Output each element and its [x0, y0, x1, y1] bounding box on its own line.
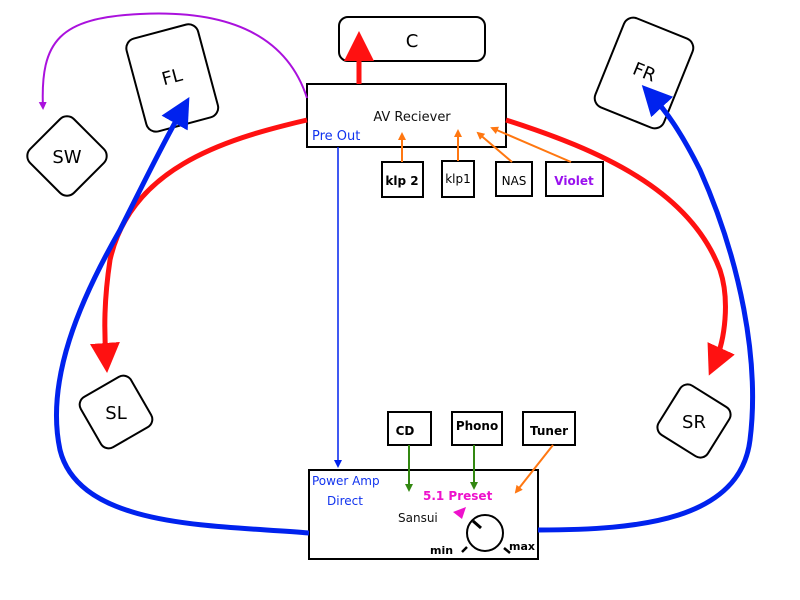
av-receiver-label: AV Reciever: [373, 110, 451, 125]
speaker-surround-left: SL: [78, 374, 154, 450]
volume-knob-indicator: [472, 519, 482, 530]
source-tuner: Tuner: [522, 411, 576, 446]
pre-out-label: Pre Out: [312, 129, 360, 144]
source-violet-label: Violet: [554, 174, 594, 188]
link-receiver-to-surround-right: [505, 117, 735, 376]
source-klp2: klp 2: [381, 161, 424, 198]
speaker-surround-left-label: SL: [105, 403, 126, 424]
knob-max-tick: [503, 547, 511, 554]
speaker-surround-right-label: SR: [682, 412, 706, 433]
source-phono: Phono: [451, 411, 503, 446]
power-amp-direct-label-line2: Direct: [327, 494, 363, 508]
source-cd: CD: [387, 411, 432, 446]
knob-min-tick: [461, 546, 468, 553]
link-receiver-to-subwoofer: [38, 12, 308, 110]
knob-min-label: min: [430, 544, 453, 557]
preset-pointer-icon: [453, 507, 466, 519]
source-klp1: klp1: [441, 160, 475, 198]
power-amp: Power Amp Direct 5.1 Preset Sansui min m…: [308, 469, 539, 560]
link-violet-to-receiver: [490, 126, 572, 163]
link-amp-to-front-left: [54, 96, 310, 536]
sansui-label: Sansui: [398, 511, 438, 525]
volume-knob[interactable]: [466, 514, 504, 552]
preset-label: 5.1 Preset: [423, 489, 493, 503]
source-phono-label: Phono: [456, 419, 498, 433]
speaker-front-left: FL: [125, 23, 220, 133]
source-cd-label: CD: [396, 424, 415, 438]
av-receiver: AV Reciever Pre Out: [306, 83, 507, 148]
link-receiver-to-surround-left: [89, 117, 308, 373]
speaker-center: C: [338, 16, 486, 62]
source-tuner-label: Tuner: [530, 424, 568, 438]
power-amp-direct-label-line1: Power Amp: [312, 474, 380, 488]
speaker-subwoofer: SW: [26, 115, 108, 197]
source-klp2-label: klp 2: [385, 174, 418, 188]
speaker-surround-right: SR: [656, 383, 732, 459]
speaker-center-label: C: [406, 31, 419, 52]
source-nas-label: NAS: [502, 174, 527, 188]
link-tuner-to-amp: [514, 444, 554, 494]
speaker-front-right: FR: [593, 16, 695, 130]
link-nas-to-receiver: [476, 131, 513, 163]
source-klp1-label: klp1: [445, 172, 471, 186]
speaker-subwoofer-label: SW: [52, 147, 81, 168]
source-nas: NAS: [495, 161, 533, 197]
link-amp-to-front-right: [537, 85, 756, 533]
knob-max-label: max: [509, 540, 535, 553]
source-violet: Violet: [545, 161, 604, 197]
